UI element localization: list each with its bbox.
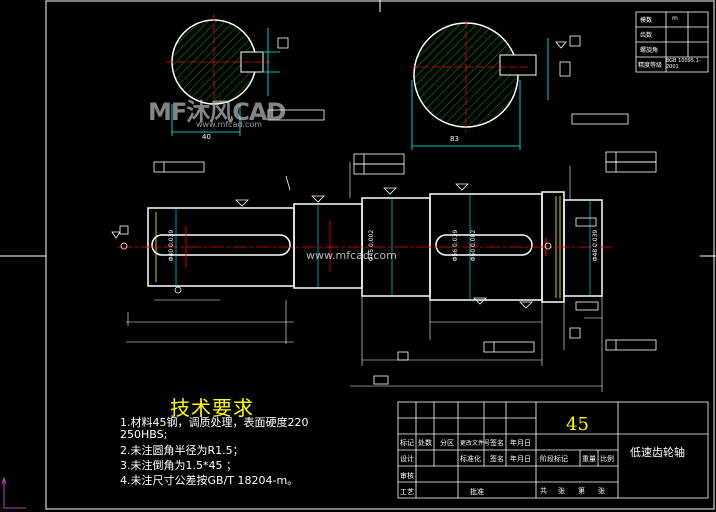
tb-row-label: 分区 xyxy=(440,439,454,447)
section-left-dim: 40 xyxy=(202,133,211,141)
tb-row2-label: 年月日 xyxy=(510,455,531,463)
tb-stage-label: 阶段标记 xyxy=(540,455,568,463)
tb-row2-label: 设计 xyxy=(400,455,414,463)
tb-row2-label: 标准化 xyxy=(460,455,481,463)
feature-control-frames xyxy=(119,151,657,385)
tech-requirement-item: 4.未注尺寸公差按GB/T 18204-m。 xyxy=(120,474,299,487)
diameter-label: Φ50 0.002 xyxy=(470,229,478,262)
tb-sheet-label: 张 xyxy=(598,487,605,495)
tb-sheet-label: 张 xyxy=(558,487,565,495)
section-right-dim: 83 xyxy=(450,135,459,143)
param-value-precision: 8GB 10095.1-2001 xyxy=(666,58,701,70)
dimension-lines xyxy=(126,162,603,392)
section-view-left xyxy=(166,14,325,136)
part-name: 低速齿轮轴 xyxy=(630,446,685,459)
diameter-dim-lines xyxy=(175,194,591,300)
param-label-teeth: 齿数 xyxy=(640,32,653,39)
title-block xyxy=(397,401,709,499)
tech-requirement-item: 2.未注圆角半径为R1.5； xyxy=(120,444,244,457)
tb-sheet-label: 第 xyxy=(578,487,585,495)
tb-bottom-label: 批准 xyxy=(470,488,484,496)
diameter-label: Φ48 0.039 xyxy=(592,229,600,262)
tb-bottom-label: 工艺 xyxy=(400,488,414,496)
tech-requirement-item: 1.材料45钢，调质处理，表面硬度220 xyxy=(120,416,309,429)
param-value-modulus: m xyxy=(672,15,678,22)
watermark-logo: MF沐风CAD xyxy=(148,98,286,126)
tb-row-label: 更改文件号 xyxy=(460,440,491,447)
diameter-label: Φ45 0.002 xyxy=(368,229,376,262)
tb-row-label: 年月日 xyxy=(510,439,531,447)
tb-stage-label: 重量 xyxy=(582,455,596,463)
gear-parameter-table xyxy=(635,11,709,73)
section-view-right xyxy=(410,20,629,150)
material-label: 45 xyxy=(566,414,589,435)
param-label-helix: 螺旋角 xyxy=(640,47,659,54)
corner-ucs-icon xyxy=(1,476,26,509)
param-label-precision: 精度等级 xyxy=(638,62,663,69)
watermark-site-top: www.mfcad.com xyxy=(196,120,263,129)
watermark-site-mid: www.mfcad.com xyxy=(306,249,397,262)
tb-bottom-label: 审核 xyxy=(400,472,414,480)
diameter-label: Φ40 0.039 xyxy=(168,229,176,262)
param-label-modulus: 模数 xyxy=(640,17,653,24)
tb-stage-label: 比例 xyxy=(600,455,614,463)
tech-requirement-item: 3.未注倒角为1.5*45 ； xyxy=(120,459,237,472)
tb-row-label: 签名 xyxy=(490,439,504,447)
tech-requirements-title: 技术要求 xyxy=(170,396,254,420)
tb-row-label: 标记 xyxy=(400,439,414,447)
tech-requirement-item: 250HBS; xyxy=(120,428,168,441)
diameter-label: Φ56 0.039 xyxy=(452,229,460,262)
tb-sheet-label: 共 xyxy=(540,487,547,495)
surface-roughness-symbols xyxy=(111,175,552,309)
tb-row-label: 处数 xyxy=(418,439,432,447)
tb-row2-label: 签名 xyxy=(490,455,504,463)
